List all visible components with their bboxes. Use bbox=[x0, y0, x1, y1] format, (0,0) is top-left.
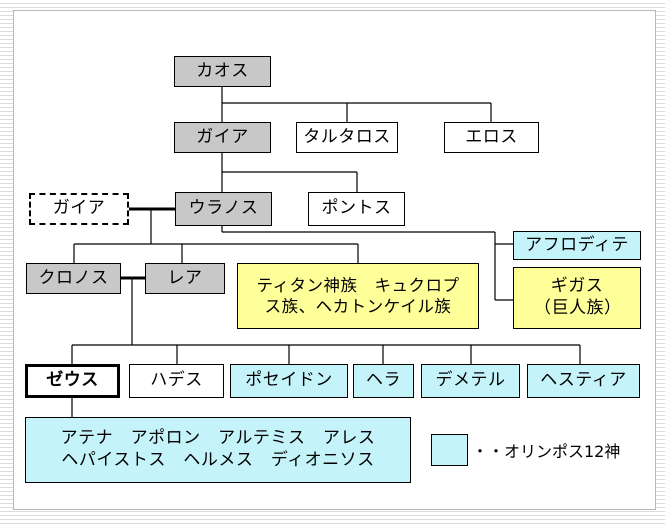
children-line-2: ヘパイストス ヘルメス ディオニソス bbox=[61, 450, 375, 470]
node-hestia: ヘスティア bbox=[527, 364, 640, 398]
node-eros: エロス bbox=[444, 122, 539, 153]
node-titans: ティタン神族 キュクロプス族、ヘカトンケイル族 bbox=[237, 263, 479, 329]
node-rhea: レア bbox=[145, 263, 225, 294]
node-hades: ハデス bbox=[129, 364, 224, 398]
children-line-1: アテナ アポロン アルテミス アレス bbox=[60, 428, 376, 449]
node-kronos: クロノス bbox=[26, 263, 121, 294]
node-hera: ヘラ bbox=[353, 364, 414, 398]
node-zeus-children: アテナ アポロン アルテミス アレス ヘパイストス ヘルメス ディオニソス bbox=[25, 417, 411, 483]
node-pontos: ポントス bbox=[308, 192, 405, 226]
node-tartaros: タルタロス bbox=[296, 122, 398, 153]
legend-label: ・・オリンポス12神 bbox=[472, 442, 621, 461]
node-demeter: デメテル bbox=[421, 364, 520, 398]
node-gigas: ギガス（巨人族） bbox=[513, 267, 641, 329]
node-uranos: ウラノス bbox=[175, 192, 272, 226]
node-gaia-ref: ガイア bbox=[29, 193, 129, 225]
node-aphrodite: アフロディテ bbox=[513, 231, 641, 260]
node-chaos: カオス bbox=[174, 56, 271, 87]
node-gaia: ガイア bbox=[174, 122, 271, 153]
node-zeus: ゼウス bbox=[25, 364, 120, 398]
node-poseidon: ポセイドン bbox=[230, 364, 348, 398]
legend-swatch bbox=[431, 434, 468, 466]
